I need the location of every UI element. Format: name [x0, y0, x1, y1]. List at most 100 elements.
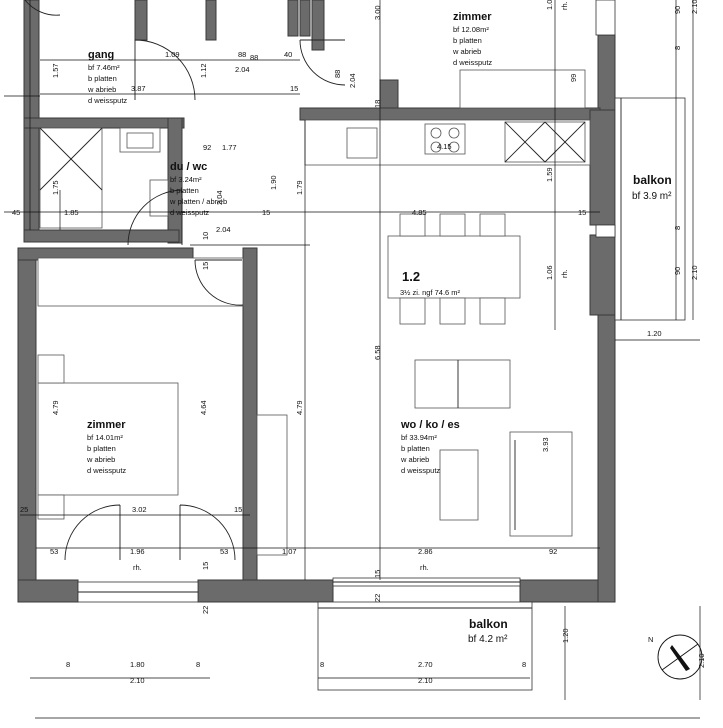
dim-label: 53	[50, 547, 58, 556]
rh-mark: rh.	[133, 563, 142, 572]
dim-label: 90	[673, 267, 682, 275]
dim-label: 2.10	[690, 0, 699, 14]
dim-label: 3.00	[373, 5, 382, 20]
duwc-area: bf 3.24m²	[170, 175, 202, 184]
gang-name: gang	[88, 49, 114, 61]
duwc-w: w platten / abrieb	[169, 197, 227, 206]
dim-label: 10	[201, 232, 210, 240]
windows	[77, 0, 616, 603]
dim-label: 8	[673, 46, 682, 50]
dim-label: 2.86	[418, 547, 433, 556]
gang-area: bf 7.46m²	[88, 63, 120, 72]
dim-label: 25	[20, 505, 28, 514]
dim-label: 15	[373, 570, 382, 578]
room-wokoes: wo / ko / es bf 33.94m² b platten w abri…	[400, 419, 460, 475]
dim-label: 2.04	[348, 73, 357, 88]
rh-mark: rh.	[560, 1, 569, 10]
dim-label: 1.75	[51, 180, 60, 195]
zimmer-left-b: b platten	[87, 444, 116, 453]
dim-label: 6.58	[373, 345, 382, 360]
unit-label: 1.2 3½ zi. ngf 74.6 m²	[400, 269, 461, 297]
zimmer-left-w: w abrieb	[86, 455, 115, 464]
dim-label: 2.04	[216, 225, 231, 234]
balcony-right-area: bf 3.9 m²	[632, 191, 672, 202]
dim-label: 1.77	[222, 143, 237, 152]
zimmer-top-area: bf 12.08m²	[453, 25, 489, 34]
rh-mark: rh.	[420, 563, 429, 572]
zimmer-top-w: w abrieb	[452, 47, 481, 56]
duwc-d: d weissputz	[170, 208, 209, 217]
duwc-b: b platten	[170, 186, 199, 195]
dim-label: 3.02	[132, 505, 147, 514]
dim-label: 1.79	[295, 180, 304, 195]
dim-label: 15	[234, 505, 242, 514]
dim-label: 1.59	[545, 167, 554, 182]
dim-label: 18	[373, 100, 382, 108]
wokoes-name: wo / ko / es	[400, 419, 460, 431]
dim-label: 1.06	[545, 265, 554, 280]
dim-label: 2.10	[130, 676, 145, 685]
dim-label: 88	[238, 50, 246, 59]
zimmer-top-d: d weissputz	[453, 58, 492, 67]
dim-label: 92	[203, 143, 211, 152]
dim-label: 1.20	[561, 628, 570, 643]
dim-label: 1.06	[545, 0, 554, 10]
doors	[24, 0, 346, 561]
dim-label: 15	[201, 562, 210, 570]
dim-label: 2.10	[697, 653, 706, 668]
zimmer-left-area: bf 14.01m²	[87, 433, 123, 442]
dim-label: 88	[250, 53, 258, 62]
dim-label: 1.57	[51, 63, 60, 78]
rh-mark: rh.	[560, 269, 569, 278]
north-arrow-icon: N	[648, 634, 703, 680]
room-zimmer-top: zimmer bf 12.08m² b platten w abrieb d w…	[452, 11, 492, 67]
north-label: N	[648, 635, 653, 644]
dim-label: 1.85	[64, 208, 79, 217]
dim-label: 1.90	[269, 175, 278, 190]
dim-label: 22	[201, 606, 210, 614]
balcony-right: balkon bf 3.9 m²	[614, 97, 686, 321]
gang-w: w abrieb	[87, 85, 116, 94]
dim-label: 88	[333, 70, 342, 78]
zimmer-top-name: zimmer	[453, 11, 492, 23]
dim-label: 2.10	[690, 265, 699, 280]
unit-number: 1.2	[402, 269, 420, 284]
dim-label: 3.87	[131, 84, 146, 93]
dim-label: 1.20	[647, 329, 662, 338]
dim-label: 1.09	[165, 50, 180, 59]
zimmer-left-name: zimmer	[87, 419, 126, 431]
balcony-bottom-area: bf 4.2 m²	[468, 634, 508, 645]
dim-label: 2.10	[418, 676, 433, 685]
dim-label: 1.80	[130, 660, 145, 669]
dimension-labels: 1.09 88 40 2.04 3.87 15 1.77 92 45 1.85 …	[12, 50, 662, 685]
dim-label: 2.04	[215, 190, 224, 205]
dim-label: 2.04	[235, 65, 250, 74]
furniture	[37, 69, 591, 556]
dim-label: 8	[673, 226, 682, 230]
dim-label: 1.12	[199, 63, 208, 78]
room-zimmer-left: zimmer bf 14.01m² b platten w abrieb d w…	[86, 419, 126, 475]
dim-label: 45	[12, 208, 20, 217]
dim-label: 15	[290, 84, 298, 93]
dim-label: 3.93	[541, 437, 550, 452]
dim-label: 4.79	[51, 400, 60, 415]
balcony-right-name: balkon	[633, 173, 672, 187]
dim-label: 8	[196, 660, 200, 669]
dim-label: 15	[578, 208, 586, 217]
wokoes-w: w abrieb	[400, 455, 429, 464]
dim-label: 1.07	[282, 547, 297, 556]
dim-label: 40	[284, 50, 292, 59]
gang-b: b platten	[88, 74, 117, 83]
zimmer-top-b: b platten	[453, 36, 482, 45]
dim-label: 99	[569, 74, 578, 82]
unit-description: 3½ zi. ngf 74.6 m²	[400, 288, 461, 297]
dim-label: 15	[201, 262, 210, 270]
duwc-name: du / wc	[170, 161, 207, 173]
dim-label: 4.79	[295, 400, 304, 415]
dim-label: 53	[220, 547, 228, 556]
dim-label: 2.70	[418, 660, 433, 669]
dim-label: 8	[320, 660, 324, 669]
zimmer-left-d: d weissputz	[87, 466, 126, 475]
balcony-bottom: balkon bf 4.2 m²	[317, 601, 533, 691]
